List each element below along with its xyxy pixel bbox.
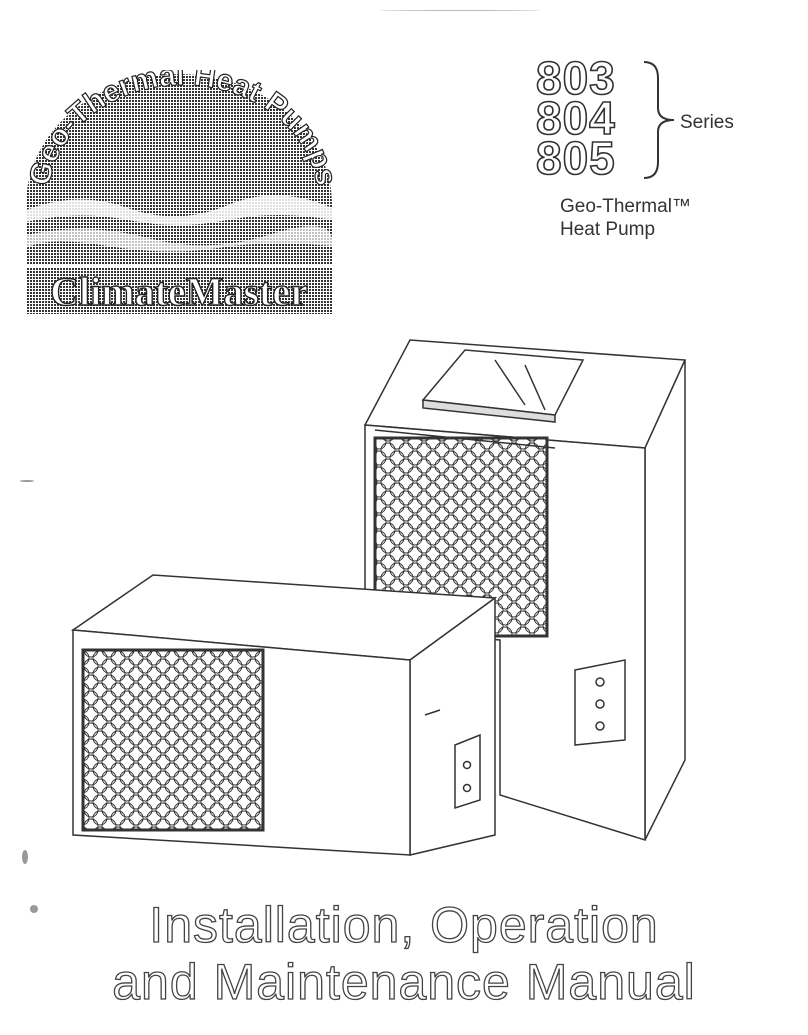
series-label: Series: [680, 112, 734, 133]
model-805: 805: [535, 132, 616, 184]
series-brace-icon: [643, 61, 675, 179]
scan-speck: [20, 480, 34, 482]
manual-title-line-2: and Maintenance Manual: [112, 953, 696, 1010]
manual-title-line-1: Installation, Operation: [149, 896, 659, 953]
scan-speck: [22, 850, 28, 864]
model-803: 803: [535, 52, 616, 104]
logo-brand: ClimateMaster: [50, 269, 308, 314]
scan-speck: [380, 10, 540, 11]
model-804: 804: [535, 92, 616, 144]
scan-speck: [30, 905, 38, 913]
product-line-1: Geo-Thermal™: [560, 196, 691, 217]
climatemaster-logo: Geo-Thermal Heat Pumps ClimateMaster: [22, 70, 340, 315]
heat-pump-units-illustration: [70, 339, 687, 856]
product-line-2: Heat Pump: [560, 219, 656, 240]
